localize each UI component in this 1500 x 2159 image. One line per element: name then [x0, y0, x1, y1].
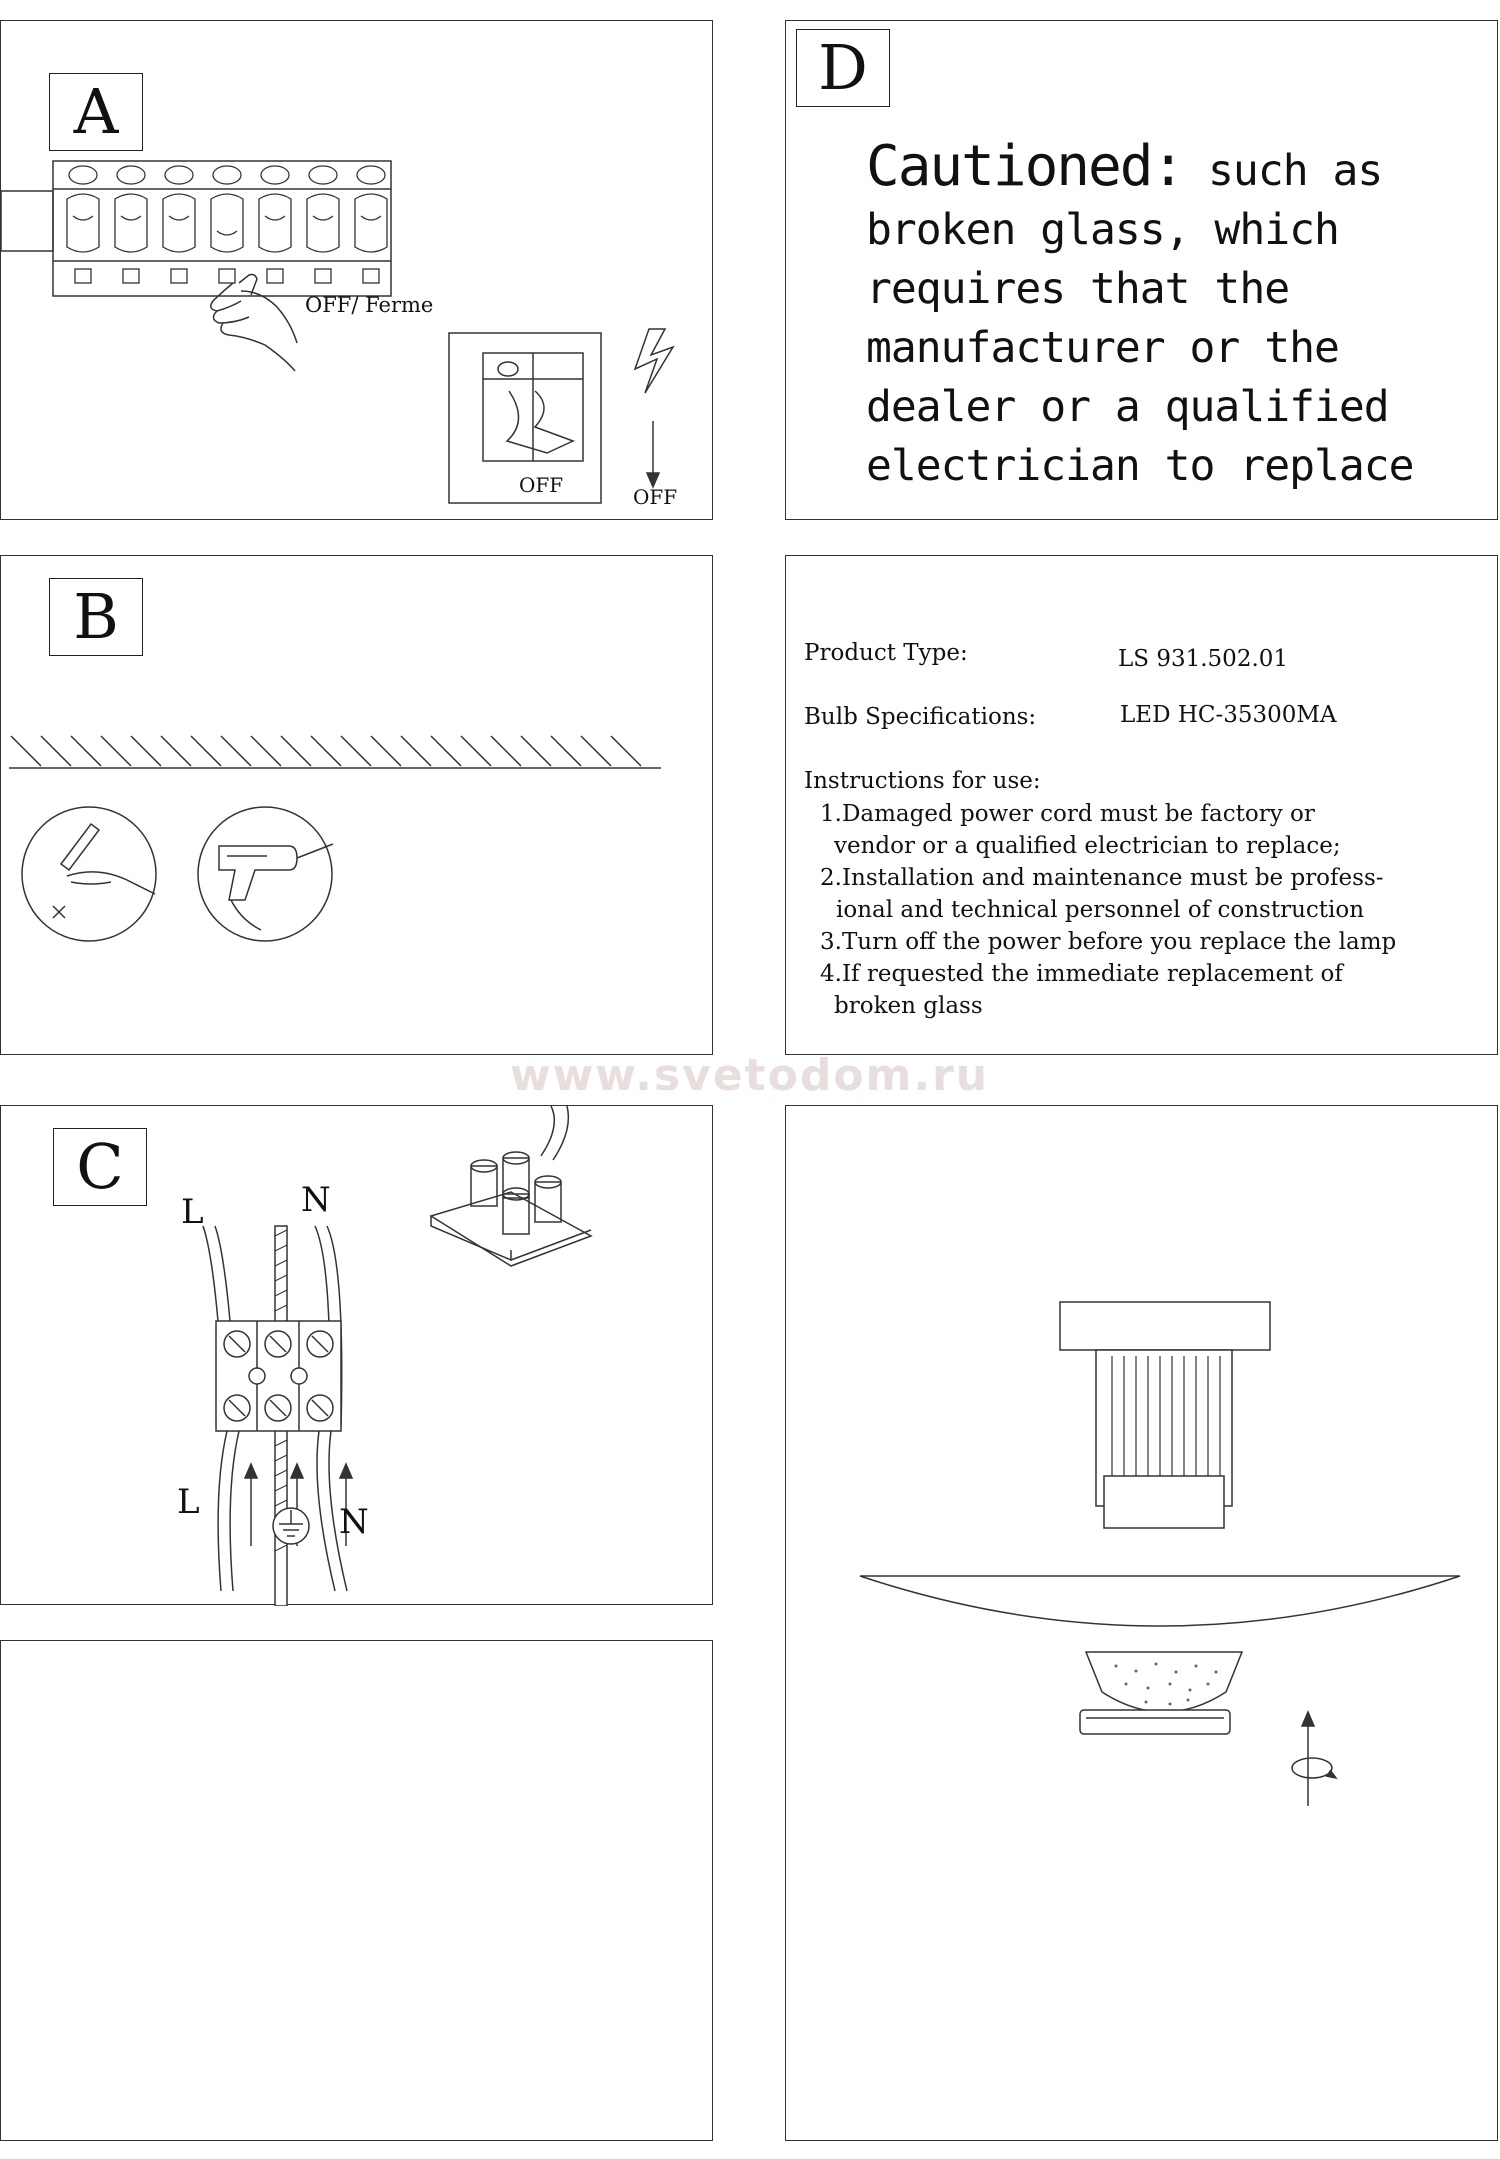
caution-line: electrician to replace	[866, 441, 1415, 491]
breaker-row	[52, 160, 392, 297]
watermark-text: www.svetodom.ru	[510, 1050, 990, 1101]
ground-icon	[272, 1507, 310, 1545]
terminal-block	[215, 1320, 342, 1432]
hand-off-label: OFF/ Ferme	[305, 293, 434, 317]
instruction-line: 2.Installation and maintenance must be p…	[820, 865, 1384, 891]
connector-perspective-icon	[429, 1106, 593, 1267]
lamp-assembly-diagram	[859, 1301, 1461, 1806]
panel-a: A OFF/ Ferme OFF OFF	[0, 20, 713, 520]
glass-shade	[859, 1575, 1461, 1627]
ceiling-plate	[1059, 1301, 1271, 1351]
rotate-icon	[1291, 1710, 1338, 1806]
instruction-line: broken glass	[834, 993, 983, 1019]
panel-c: C L N L N	[0, 1105, 713, 1606]
bulb-spec-value: LED HC-35300MA	[1120, 702, 1337, 728]
retaining-ring	[1079, 1709, 1231, 1735]
neutral-label-top: N	[301, 1180, 331, 1220]
wiring-diagram	[202, 1106, 593, 1606]
lamp-collar	[1103, 1475, 1225, 1529]
instruction-line: 1.Damaged power cord must be factory or	[820, 801, 1315, 827]
product-type-value: LS 931.502.01	[1118, 646, 1289, 672]
arrow-off-label: OFF	[633, 485, 678, 509]
instruction-line: ional and technical personnel of constru…	[836, 897, 1365, 923]
switch-icon	[448, 332, 602, 504]
lightning-icon	[633, 328, 675, 394]
product-type-label: Product Type:	[804, 640, 968, 666]
line-label-bottom: L	[177, 1482, 200, 1522]
panel-b: B	[0, 555, 713, 1055]
ceiling-hatch	[9, 735, 661, 769]
diffuser-texture	[1114, 1662, 1218, 1706]
caution-line: requires that the	[866, 264, 1290, 314]
caution-line: such as	[1183, 146, 1383, 196]
caution-text: Cautioned: such as broken glass, which r…	[866, 134, 1415, 496]
pencil-mark-icon	[21, 806, 157, 942]
breaker-units	[66, 165, 388, 284]
caution-line: broken glass, which	[866, 205, 1340, 255]
neutral-label-bottom: N	[339, 1502, 369, 1542]
bulb-spec-label: Bulb Specifications:	[804, 704, 1037, 730]
panel-specs: Product Type: LS 931.502.01 Bulb Specifi…	[785, 555, 1498, 1055]
hand-icon	[210, 273, 298, 372]
breaker-panel-illustration	[1, 160, 675, 504]
panel-d: D Cautioned: such as broken glass, which…	[785, 20, 1498, 520]
instruction-line: 4.If requested the immediate replacement…	[820, 961, 1343, 987]
switch-off-label: OFF	[519, 473, 564, 497]
diffuser-cup	[1084, 1651, 1244, 1713]
line-label-top: L	[181, 1192, 204, 1232]
panel-lamp	[785, 1105, 1498, 2141]
instructions-heading: Instructions for use:	[804, 768, 1041, 794]
drill-icon	[197, 806, 334, 942]
instruction-line: 3.Turn off the power before you replace …	[820, 929, 1397, 955]
step-letter-d: D	[796, 29, 890, 107]
caution-line: manufacturer or the	[866, 323, 1340, 373]
step-letter-c: C	[53, 1128, 147, 1206]
instruction-line: vendor or a qualified electrician to rep…	[834, 833, 1341, 859]
wall-drilling-illustration	[9, 735, 661, 942]
panel-empty	[0, 1640, 713, 2141]
down-arrow-icon	[645, 421, 661, 489]
step-letter-a: A	[49, 73, 143, 151]
caution-line: dealer or a qualified	[866, 382, 1390, 432]
caution-heading: Cautioned:	[866, 134, 1185, 199]
step-letter-b: B	[49, 578, 143, 656]
